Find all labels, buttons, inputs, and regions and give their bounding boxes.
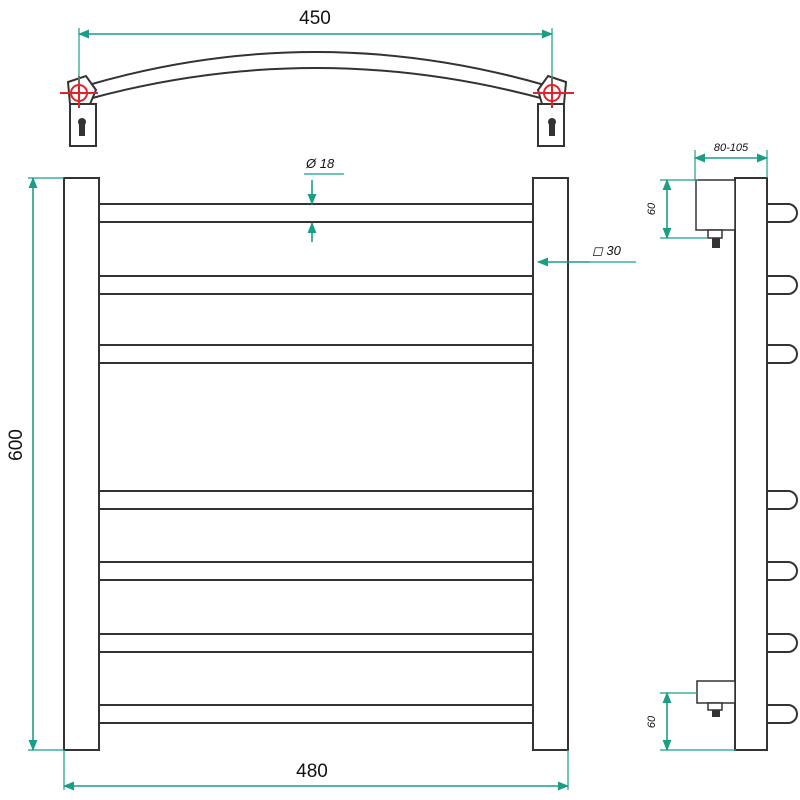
side-top-connector	[695, 179, 736, 231]
dim-connector-bottom-label: 60	[646, 715, 658, 728]
rung	[90, 203, 543, 223]
side-bottom-connector-nut	[707, 702, 723, 711]
dim-height-label: 600	[6, 429, 27, 461]
left-screw-shaft	[79, 124, 85, 136]
side-bottom-connector	[696, 680, 736, 704]
side-upright	[734, 177, 768, 751]
dim-bottom-width-label: 480	[296, 761, 328, 782]
side-bottom-valve-icon	[712, 710, 720, 717]
rung	[90, 561, 543, 581]
left-upright	[63, 177, 100, 751]
side-top-connector-nut	[707, 229, 723, 239]
right-upright	[532, 177, 569, 751]
rungs-group	[90, 203, 543, 724]
dim-wall-offset-label: 80-105	[714, 142, 749, 154]
rung	[90, 490, 543, 510]
dim-profile-label: ◻ 30	[592, 243, 622, 258]
dim-tube-diameter-label: Ø 18	[305, 156, 335, 171]
side-view: 80-105 60 60	[646, 142, 798, 752]
top-view: 450	[60, 8, 574, 147]
dim-connector-top-label: 60	[646, 202, 658, 215]
top-view-arc	[84, 51, 549, 102]
front-view: 600 480 Ø 18 ◻ 30	[6, 156, 636, 791]
rung	[90, 633, 543, 653]
rung	[90, 275, 543, 295]
dim-top-width-label: 450	[299, 8, 331, 29]
left-mount-flange	[66, 74, 98, 105]
right-screw-shaft	[549, 124, 555, 136]
rung	[90, 344, 543, 364]
side-top-valve-icon	[712, 238, 720, 248]
rung	[90, 704, 543, 724]
